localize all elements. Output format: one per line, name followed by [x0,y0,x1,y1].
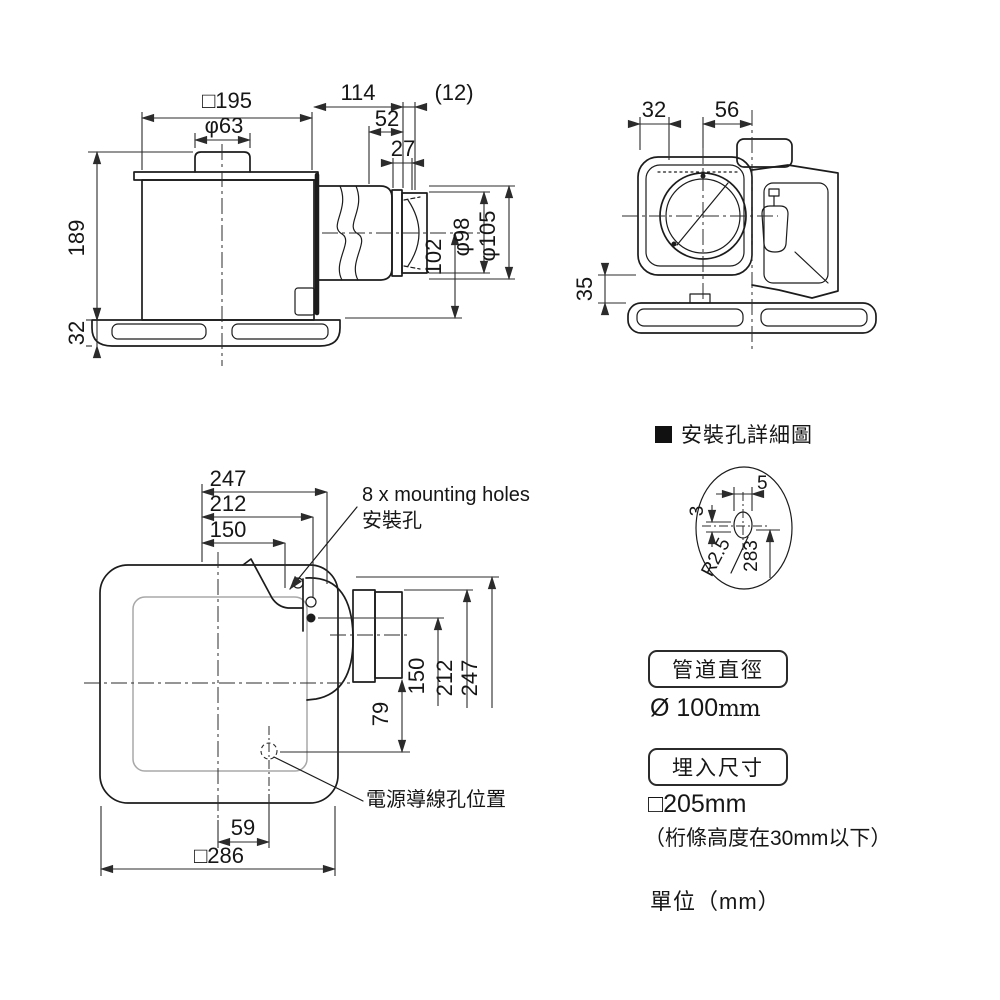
bottom-view: 247 212 150 8 x mounting holes 安裝孔 150 2… [84,466,530,876]
label-mounting-holes-en: 8 x mounting holes [362,484,530,506]
duct-diameter-unit: mm [718,696,761,722]
label-mounting-holes-zh: 安裝孔 [362,509,422,532]
mounting-hole-detail: 5 3 R2.5 283 [687,466,793,590]
hole-detail-title: 安裝孔詳細圖 [655,419,813,449]
dim-panel-height: 32 [64,321,89,345]
duct-diameter-box: 管道直徑 [648,650,788,688]
duct-diameter-value: Ø 100mm [650,694,761,723]
dim-center-to-panel: 102 [421,239,446,276]
dim-duct-diameter: φ98 [449,218,474,257]
dim-body-width: □195 [202,88,252,113]
unit-note: 單位（mm） [650,889,781,914]
dim-pipe-length: 27 [391,136,415,161]
dim-adapter-length: 52 [375,106,399,131]
dim-cord-offset: 59 [231,815,255,840]
rear-view: 32 56 35 [572,97,877,352]
hole-detail-title-text: 安裝孔詳細圖 [681,424,813,447]
duct-diameter-number: Ø 100 [650,694,719,722]
dim-panel-width: □286 [194,843,244,868]
dim-center-offset: 56 [715,97,739,122]
dim-holes-y-212: 212 [432,660,457,697]
dim-holes-y-247: 247 [457,660,482,697]
dim-side-offset: 32 [642,97,666,122]
dim-flange-diameter: φ105 [475,211,500,262]
dim-holes-y-150: 150 [404,658,429,695]
label-cord-hole: 電源導線孔位置 [366,788,506,811]
dim-depth-extra: (12) [434,80,473,105]
embed-size-label: 埋入尺寸 [672,757,764,780]
embed-size-value: □205mm [648,790,747,818]
dim-panel-gap: 35 [572,277,597,301]
dim-slot-width: 5 [757,473,768,494]
dim-corner-radius: R2.5 [697,535,734,580]
dim-holes-x-150: 150 [210,517,247,542]
embed-size-box: 埋入尺寸 [648,748,788,786]
embed-size-note: （桁條高度在30mm以下） [644,827,892,850]
dim-slot-straight: 3 [687,506,708,517]
duct-diameter-label: 管道直徑 [672,659,764,682]
dim-holes-x-212: 212 [210,491,247,516]
dim-body-height: 189 [64,220,89,257]
dim-hole-pitch: 283 [741,540,762,572]
dim-holes-x-247: 247 [210,466,247,491]
section-marker-icon [655,425,672,443]
dim-collar-diameter: φ63 [205,113,244,138]
dim-depth-total: 114 [340,80,375,105]
dim-pipe-to-cord: 79 [368,702,393,726]
side-view: □195 φ63 114 (12) 52 27 189 32 [64,80,515,366]
